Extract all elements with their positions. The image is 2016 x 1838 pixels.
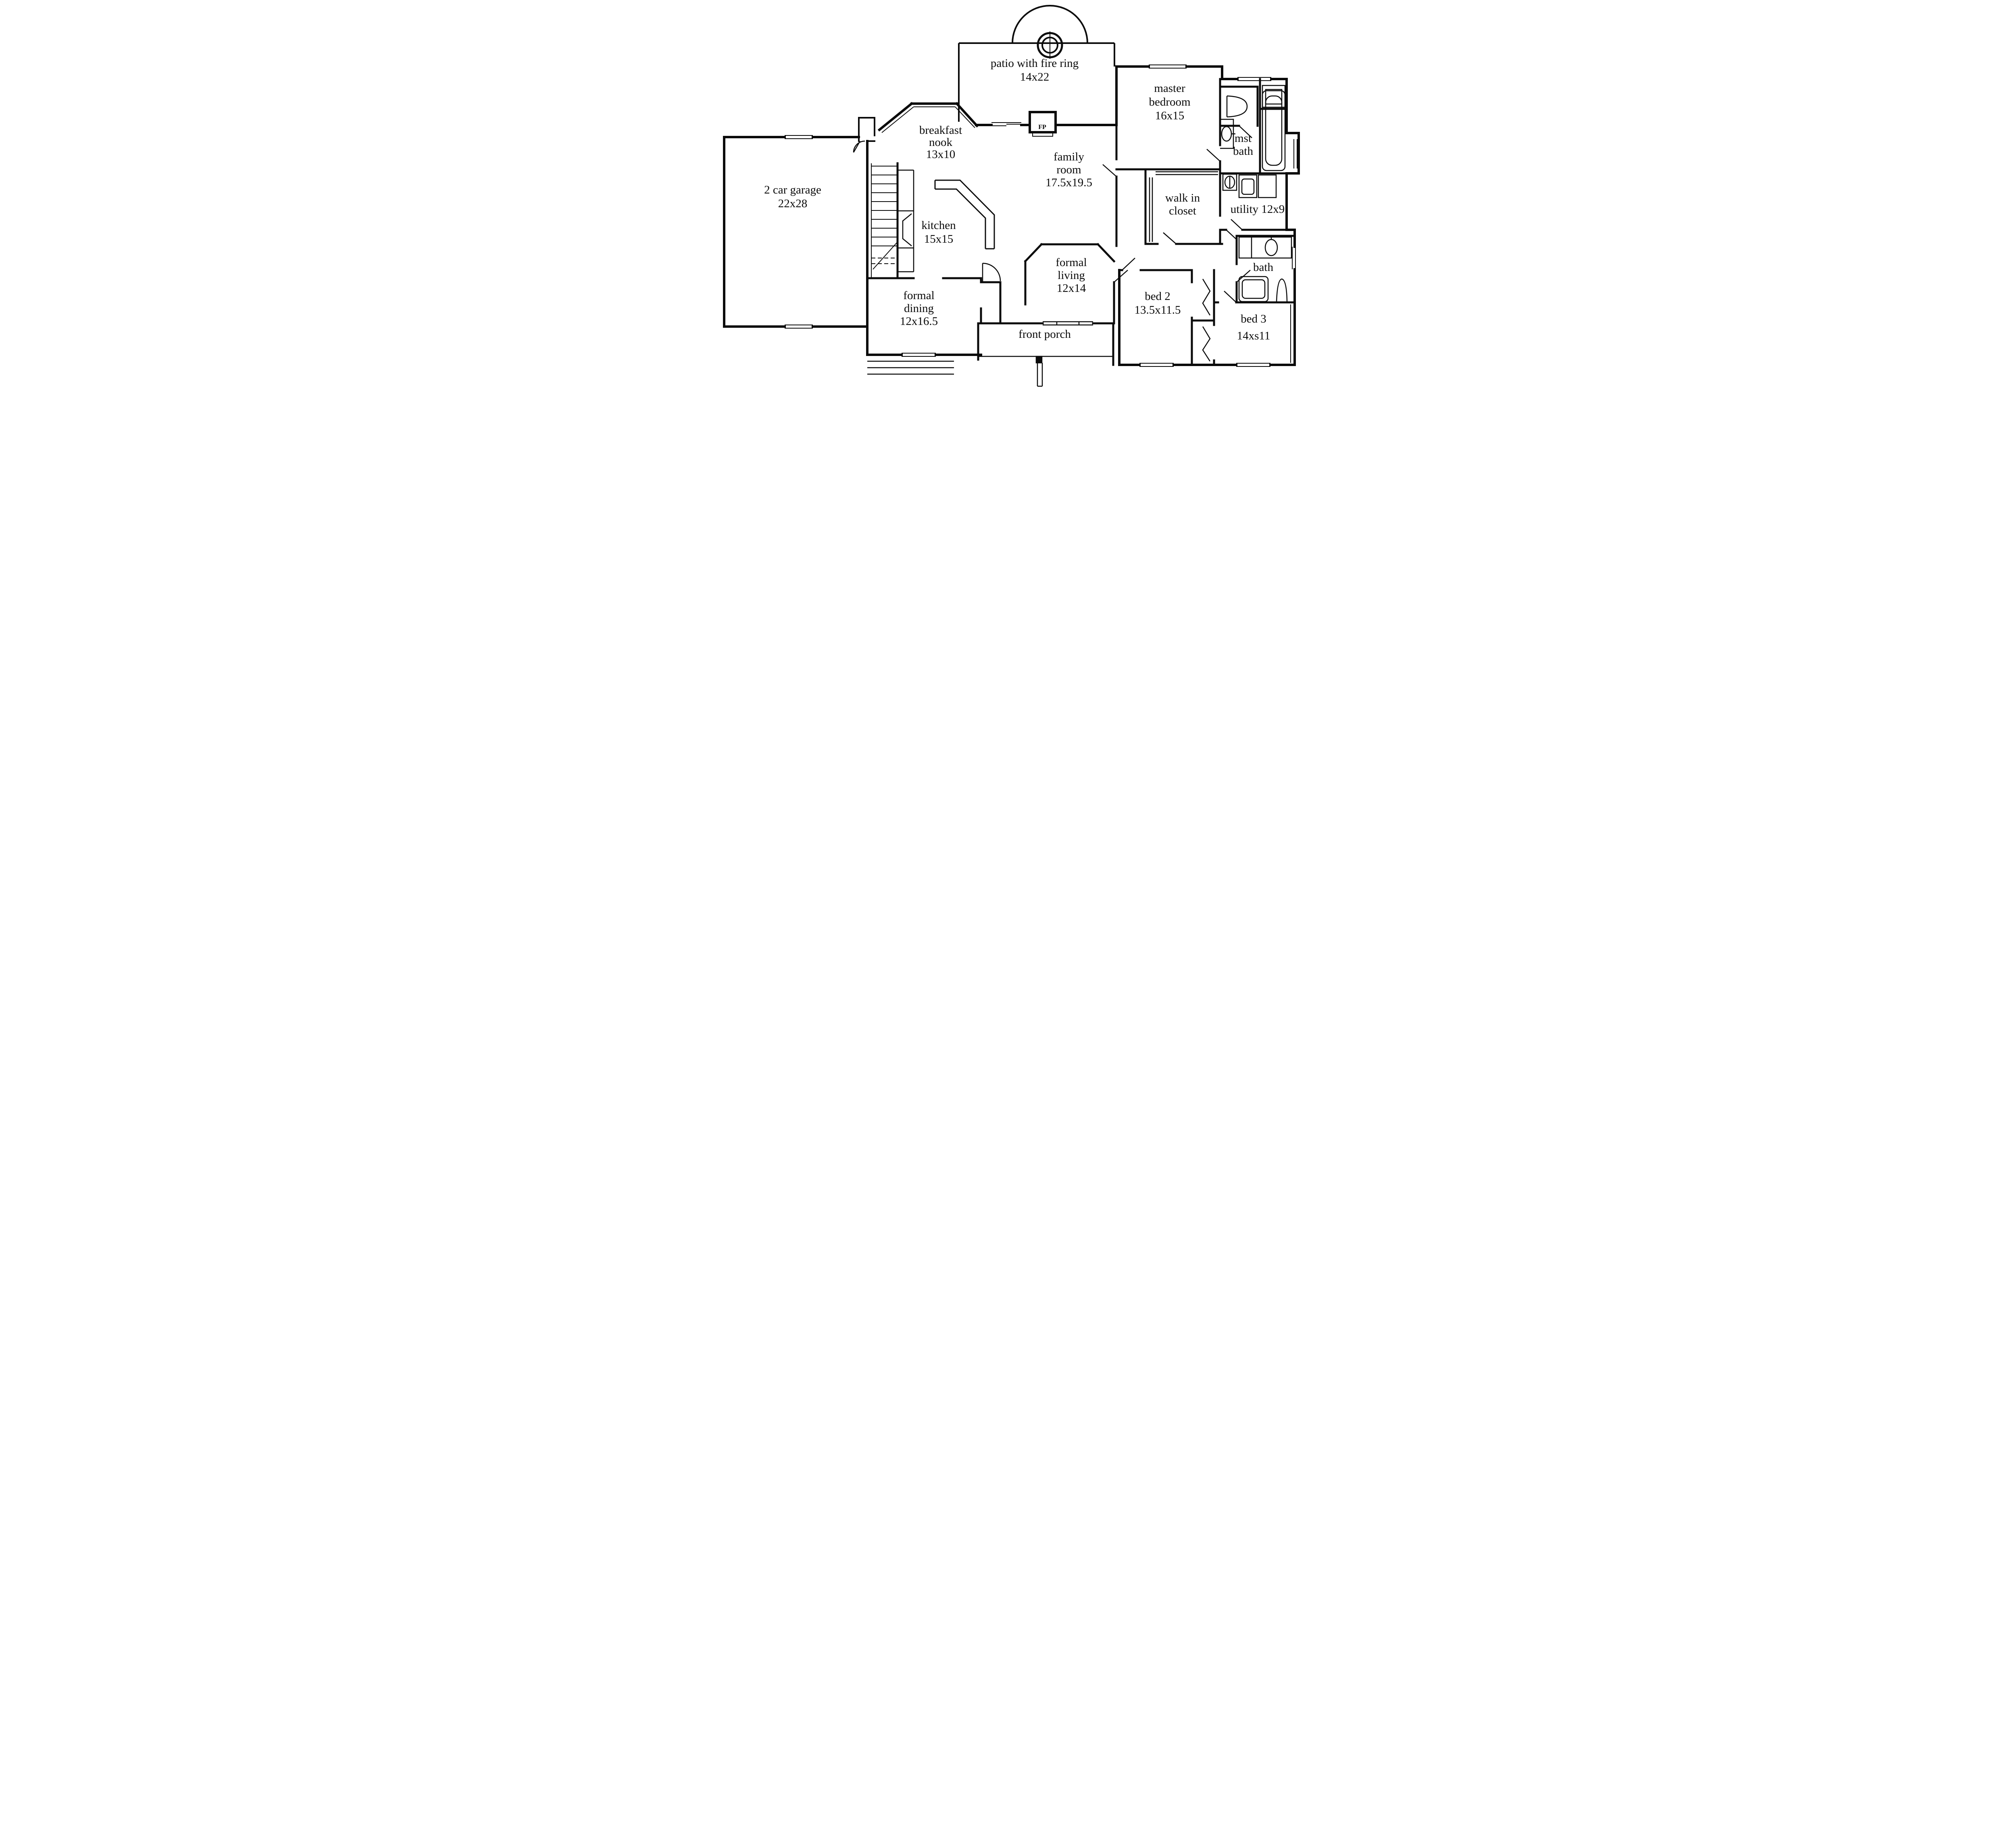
room-label-family-2: room (1056, 163, 1081, 176)
door-swing-symbols (853, 125, 1252, 303)
room-label-dining: formal (903, 289, 934, 302)
patio-outline (958, 42, 1115, 122)
dryer-icon (1258, 174, 1277, 198)
stairs-icon (871, 163, 898, 278)
room-label-master-dim: 16x15 (1155, 109, 1184, 122)
room-label-bath: bath (1253, 261, 1273, 274)
bath-toilet-icon (1276, 278, 1287, 302)
room-label-nook-dim: 13x10 (926, 148, 955, 161)
porch-details (867, 321, 1113, 387)
room-label-dining-2: dining (904, 302, 933, 315)
room-label-dining-dim: 12x16.5 (900, 315, 937, 328)
room-label-mst-bath: mst (1235, 132, 1252, 145)
bath-tub-icon (1238, 276, 1268, 302)
floor-plan-sheet: FP (694, 0, 1322, 389)
room-label-kitchen-dim: 15x15 (924, 233, 953, 246)
room-label-master: master (1154, 82, 1185, 95)
fire-ring-icon (1011, 5, 1088, 59)
washer-icon (1238, 174, 1257, 198)
porch-post (1035, 356, 1042, 364)
floor-plan-drawing: FP (694, 0, 1322, 389)
fixtures (1220, 85, 1292, 302)
room-label-living: formal (1056, 256, 1087, 269)
utility-sink (1222, 173, 1237, 191)
bath-sink-icon (1264, 239, 1278, 256)
mst-bath-sink-icon (1221, 126, 1232, 142)
exterior-walls (723, 65, 1300, 366)
room-label-patio-dim: 14x22 (1020, 71, 1049, 83)
room-label-porch: front porch (1018, 328, 1071, 341)
toilet-icon (1226, 95, 1248, 118)
window-symbols (784, 65, 1297, 367)
room-label-bed2-dim: 13.5x11.5 (1134, 304, 1181, 316)
bifold-door-icons (1149, 171, 1218, 362)
room-label-bed3-dim: 14xs11 (1237, 329, 1270, 342)
interior-walls (866, 78, 1295, 366)
room-label-garage: 2 car garage (764, 183, 821, 196)
bath-vanity (1238, 236, 1292, 259)
fireplace-label: FP (1038, 124, 1046, 131)
room-label-living-2: living (1058, 269, 1085, 282)
mst-bath-tub-icon (1262, 90, 1285, 171)
kitchen-counter (934, 179, 995, 250)
room-label-patio: patio with fire ring (990, 57, 1078, 70)
steps (867, 360, 954, 375)
room-label-nook: breakfast (919, 124, 962, 137)
walkway (1037, 363, 1043, 387)
room-label-walkin-2: closet (1169, 204, 1196, 217)
room-label-garage-dim: 22x28 (778, 197, 807, 210)
room-label-walkin: walk in (1165, 192, 1200, 204)
room-label-bed3: bed 3 (1241, 312, 1266, 325)
room-label-bed2: bed 2 (1145, 290, 1170, 303)
room-label-nook-2: nook (929, 136, 953, 149)
pantry-cabinets (897, 169, 914, 273)
room-label-family-dim: 17.5x19.5 (1045, 176, 1092, 189)
room-label-living-dim: 12x14 (1056, 282, 1086, 295)
room-label-mst-bath-2: bath (1233, 145, 1253, 158)
room-label-utility: utility 12x9 (1230, 203, 1285, 216)
room-label-master-2: bedroom (1149, 96, 1191, 108)
room-labels: patio with fire ring 14x22 master bedroo… (764, 57, 1285, 342)
room-label-kitchen: kitchen (921, 219, 956, 232)
fireplace-icon: FP (1028, 111, 1057, 137)
room-label-family: family (1054, 150, 1084, 163)
